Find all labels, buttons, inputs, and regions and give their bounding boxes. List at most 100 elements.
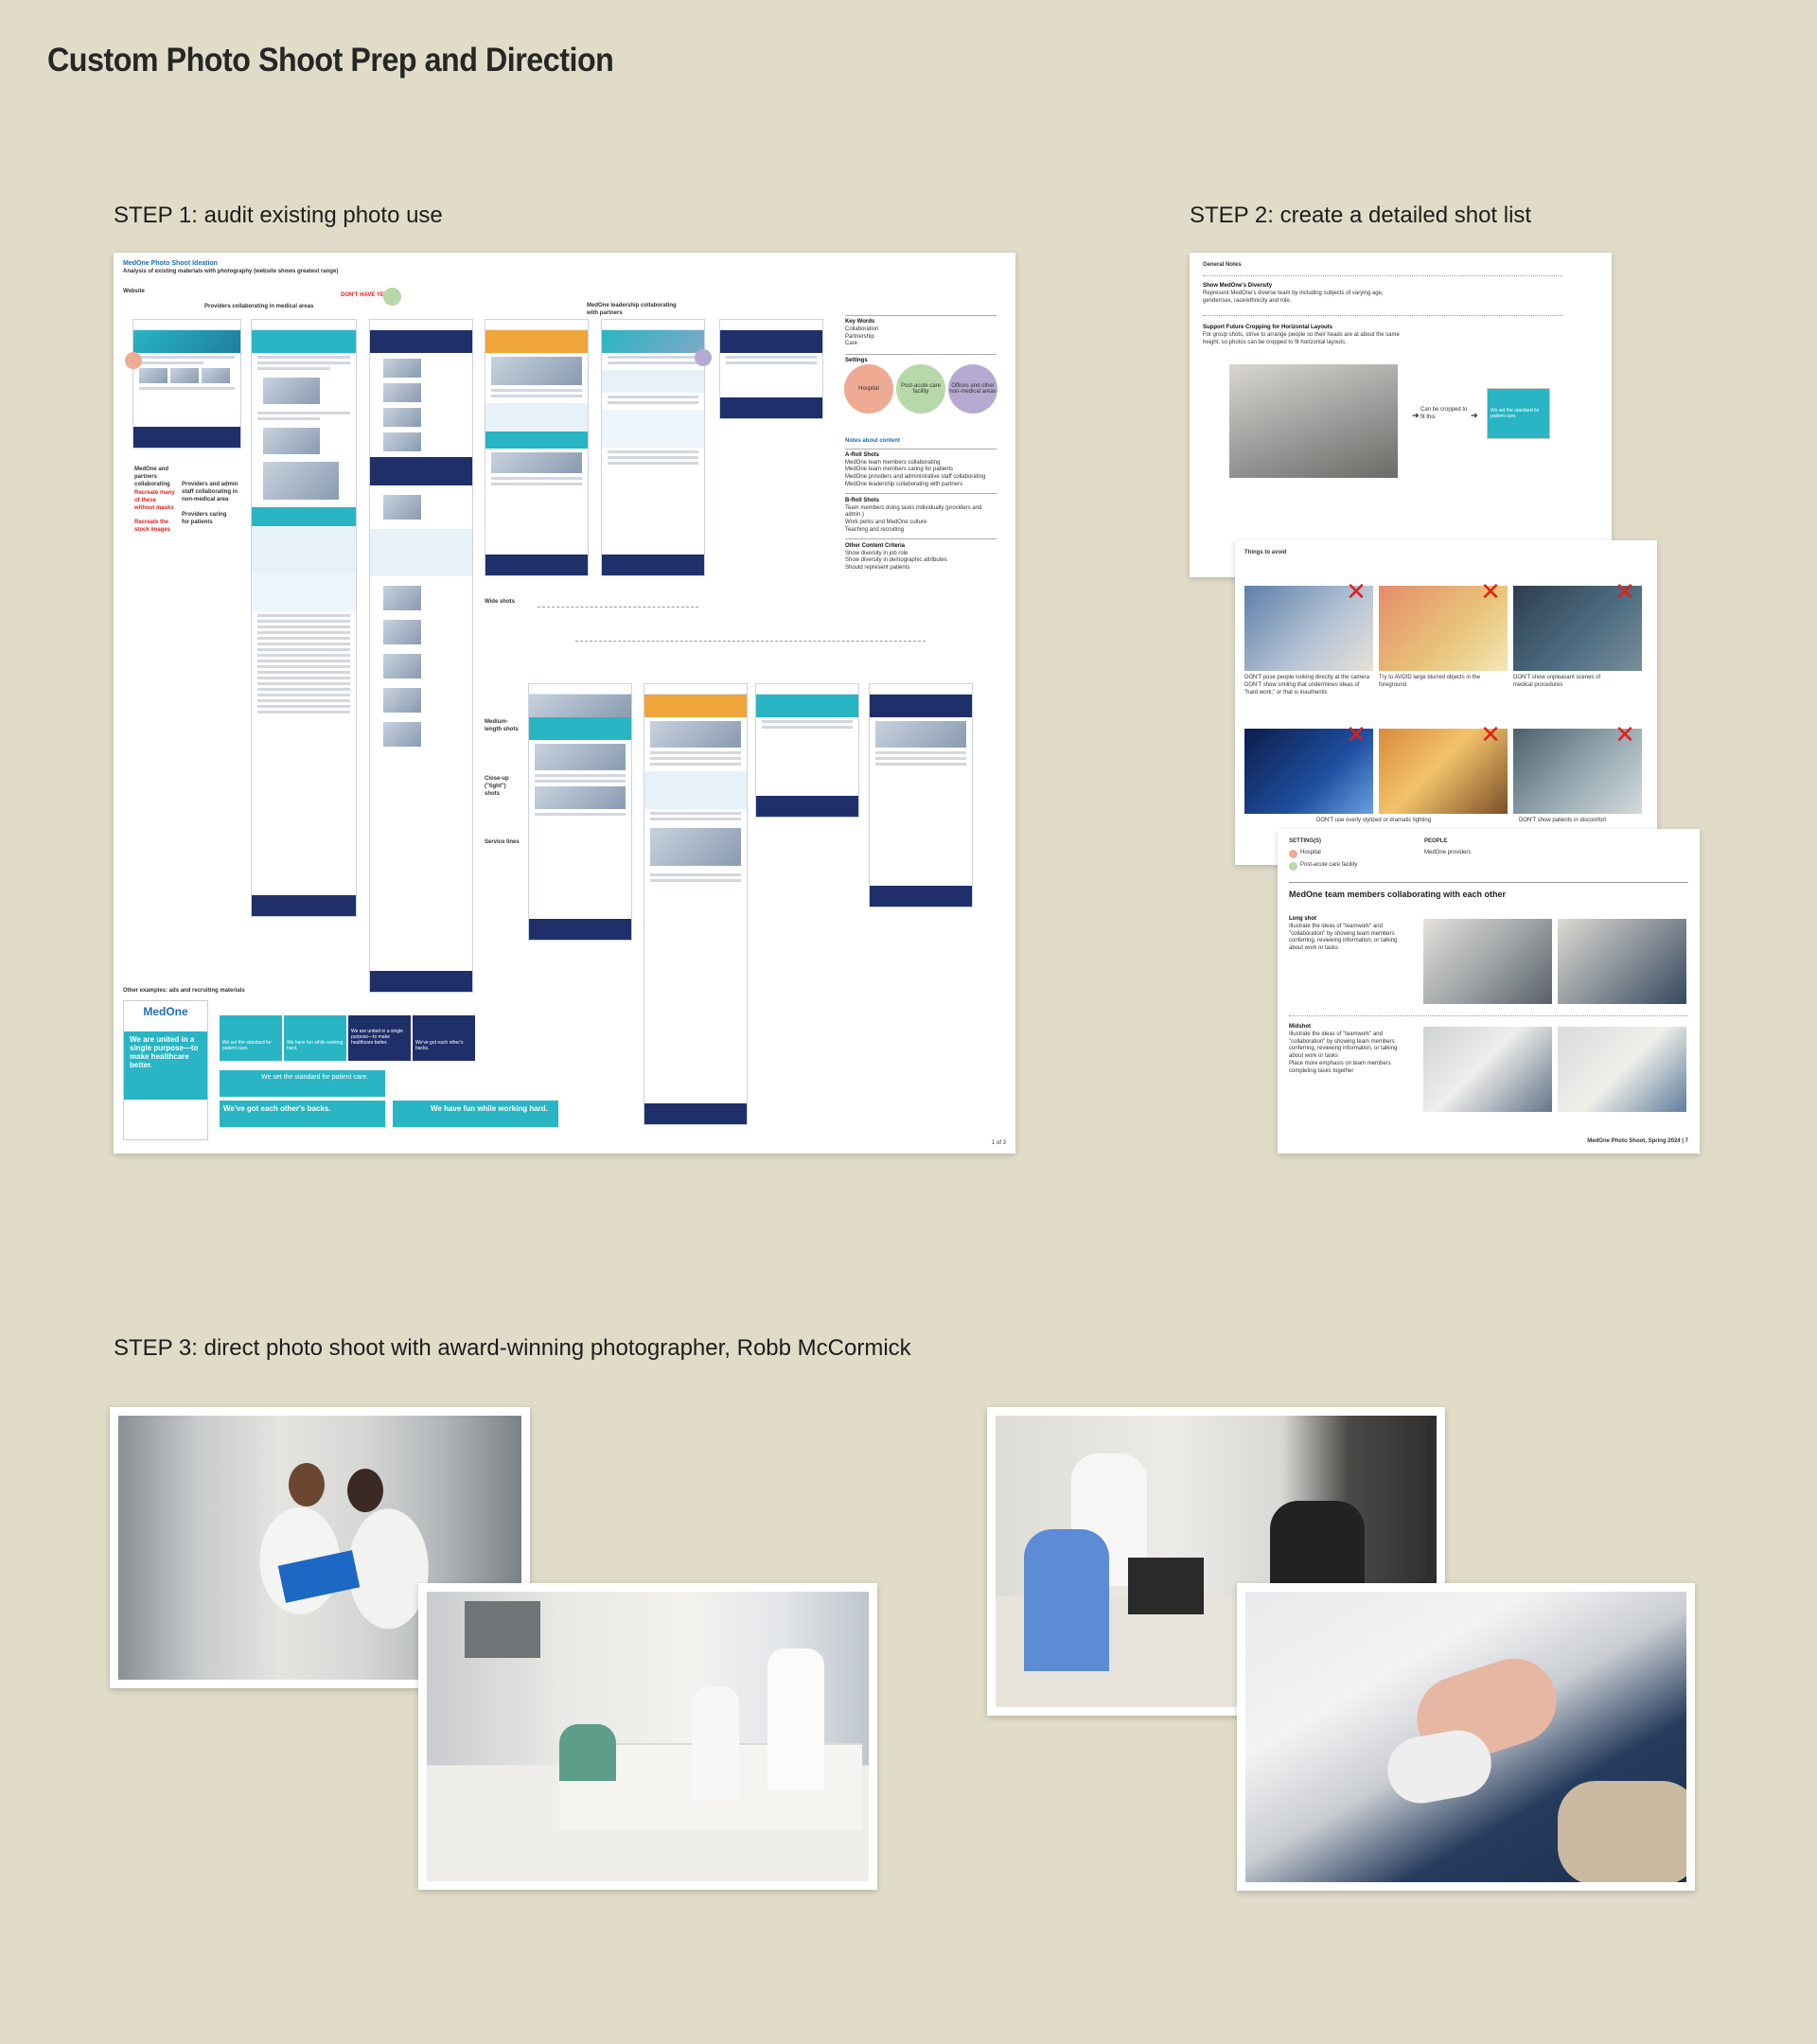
page-number: 1 of 3 xyxy=(991,1140,1006,1147)
website-page-2 xyxy=(251,319,357,917)
photo-patient-room xyxy=(418,1583,877,1890)
flyer-headline: We are united in a single purpose—to mak… xyxy=(124,1031,207,1100)
divider xyxy=(1203,275,1562,276)
label-leadership-partners: MedOne leadership collaborating with par… xyxy=(587,303,677,316)
avoid-caption-1: DON'T pose people looking directly at th… xyxy=(1244,675,1373,696)
a-roll-item: MedOne team members caring for patients xyxy=(845,467,954,473)
long-shot-block: Long shot Illustrate the ideas of "teamw… xyxy=(1289,916,1412,953)
other-criteria-item: Should represent patients xyxy=(845,565,910,572)
divider xyxy=(1289,1015,1688,1016)
doctor-coat-shape xyxy=(767,1648,824,1790)
label-partners-collab: MedOne and partners collaborating xyxy=(134,467,170,487)
arrow-icon: ➔ xyxy=(1471,411,1478,420)
midshot-photo-1 xyxy=(1423,1027,1552,1112)
midshot-text: Illustrate the ideas of "teamwork" and "… xyxy=(1289,1031,1398,1060)
avoid-text: DON'T pose people looking directly at th… xyxy=(1244,675,1370,680)
cropping-title: Support Future Cropping for Horizontal L… xyxy=(1203,325,1332,330)
avoid-caption-4: DON'T use overly stylized or dramatic li… xyxy=(1316,818,1432,823)
avoid-photo-stylized xyxy=(1379,729,1508,814)
ad-backs: We've got each other's backs. xyxy=(413,1015,475,1061)
doctor-coat-shape xyxy=(692,1686,739,1800)
monitor-shape xyxy=(465,1601,540,1658)
x-icon: ✕ xyxy=(1480,577,1501,606)
avoid-text: DON'T show smiling that undermines ideas… xyxy=(1244,681,1360,696)
website-page-9 xyxy=(755,683,859,818)
x-icon: ✕ xyxy=(1614,720,1635,749)
label-closeup-shots: Close-up ("tight") shots xyxy=(485,776,509,797)
midshot-text: Place more emphasis on team members comp… xyxy=(1289,1060,1391,1074)
setting-offices-circle: Offices and other non-medical areas xyxy=(948,364,997,414)
post-acute-dot xyxy=(383,288,401,306)
cropping-block: Support Future Cropping for Horizontal L… xyxy=(1203,325,1411,346)
staff-scrubs-shape xyxy=(1024,1529,1109,1671)
ad-united: We are united in a single purpose—to mak… xyxy=(348,1015,411,1061)
group-photo-sample xyxy=(1229,364,1398,478)
notes-block: Notes about content A-Roll Shots MedOne … xyxy=(845,438,997,573)
avoid-photo-blurred xyxy=(1379,586,1508,671)
x-icon: ✕ xyxy=(1346,577,1367,606)
flyer-brand: MedOne xyxy=(143,1005,188,1018)
setting-hospital-circle: Hospital xyxy=(844,364,893,414)
cropped-caption: Can be cropped to fit this xyxy=(1420,407,1468,420)
shotlist-footer: MedOne Photo Shoot, Spring 2024 | 7 xyxy=(1587,1138,1688,1145)
ad-standard-banner: We set the standard for patient care. xyxy=(220,1070,385,1097)
diversity-title: Show MedOne's Diversity xyxy=(1203,283,1273,289)
cropped-ad-text: We set the standard for patient care. xyxy=(1491,408,1540,419)
things-to-avoid-title: Things to avoid xyxy=(1244,550,1287,555)
long-shot-photo-1 xyxy=(1423,919,1552,1004)
website-page-1 xyxy=(132,319,241,449)
avoid-photo-posed xyxy=(1244,586,1373,671)
avoid-photo-procedure xyxy=(1513,586,1642,671)
ad-standard: We set the standard for patient care. xyxy=(220,1015,282,1061)
a-roll-item: MedOne providers and administrative staf… xyxy=(845,474,986,481)
knee-shape xyxy=(1558,1781,1686,1882)
hospital-dot xyxy=(125,352,142,369)
label-medium-shots: Medium-length shots xyxy=(485,719,519,732)
label-service-lines: Service lines xyxy=(485,839,520,845)
audit-heading: MedOne Photo Shoot Ideation xyxy=(123,260,218,267)
website-label: Website xyxy=(123,289,145,294)
diversity-text: Represent MedOne's diverse team by inclu… xyxy=(1203,290,1384,304)
midshot-block: Midshot Illustrate the ideas of "teamwor… xyxy=(1289,1024,1412,1076)
midshot-title: Midshot xyxy=(1289,1024,1311,1030)
b-roll-title: B-Roll Shots xyxy=(845,497,879,503)
x-icon: ✕ xyxy=(1614,577,1635,606)
collab-section-title: MedOne team members collaborating with e… xyxy=(1289,890,1507,899)
person-head xyxy=(347,1469,383,1512)
avoid-caption-2: Try to AVOID large blurred objects in th… xyxy=(1379,675,1481,688)
computer-shape xyxy=(1128,1558,1204,1614)
key-words-block: Key Words Collaboration Partnership Care… xyxy=(845,315,997,365)
other-criteria-item: Show diversity in job role xyxy=(845,550,908,556)
photo-hand-care xyxy=(1237,1583,1695,1891)
midshot-photo-2 xyxy=(1558,1027,1686,1112)
patient-gown-shape xyxy=(559,1724,616,1781)
x-icon: ✕ xyxy=(1480,720,1501,749)
b-roll-item: Teaching and recruiting xyxy=(845,526,905,533)
other-examples-label: Other examples: ads and recruiting mater… xyxy=(123,988,245,994)
post-acute-dot xyxy=(1289,862,1297,871)
divider xyxy=(1289,882,1688,883)
website-page-6 xyxy=(719,319,823,419)
ad-fun-banner: We have fun while working hard. xyxy=(393,1101,558,1127)
website-page-3 xyxy=(369,319,473,993)
people-label: PEOPLE xyxy=(1424,838,1448,844)
key-word: Collaboration xyxy=(845,326,879,332)
settings-title: Settings xyxy=(845,358,868,364)
label-recreate-stock: Recreate the stock images xyxy=(134,520,171,533)
label-providers-medical: Providers collaborating in medical areas xyxy=(204,304,314,309)
label-recreate-many: Recreate many of these without masks xyxy=(134,490,175,511)
website-page-8 xyxy=(644,683,748,1125)
website-page-10 xyxy=(869,683,973,907)
setting-post-acute-circle: Post-acute care facility xyxy=(896,364,945,414)
recruiting-flyer: MedOne We are united in a single purpose… xyxy=(123,1000,208,1140)
x-icon: ✕ xyxy=(1346,720,1367,749)
cropping-text: For group shots, strive to arrange peopl… xyxy=(1203,331,1400,345)
step-2-label: STEP 2: create a detailed shot list xyxy=(1190,203,1532,228)
key-word: Care xyxy=(845,341,858,347)
audit-board: MedOne Photo Shoot Ideation Analysis of … xyxy=(114,253,1015,1154)
divider xyxy=(1203,315,1562,316)
step-3-label: STEP 3: direct photo shoot with award-wi… xyxy=(114,1335,911,1361)
b-roll-item: Team members doing tasks individually (p… xyxy=(845,504,982,519)
a-roll-title: A-Roll Shots xyxy=(845,451,879,458)
avoid-photo-dramatic xyxy=(1244,729,1373,814)
